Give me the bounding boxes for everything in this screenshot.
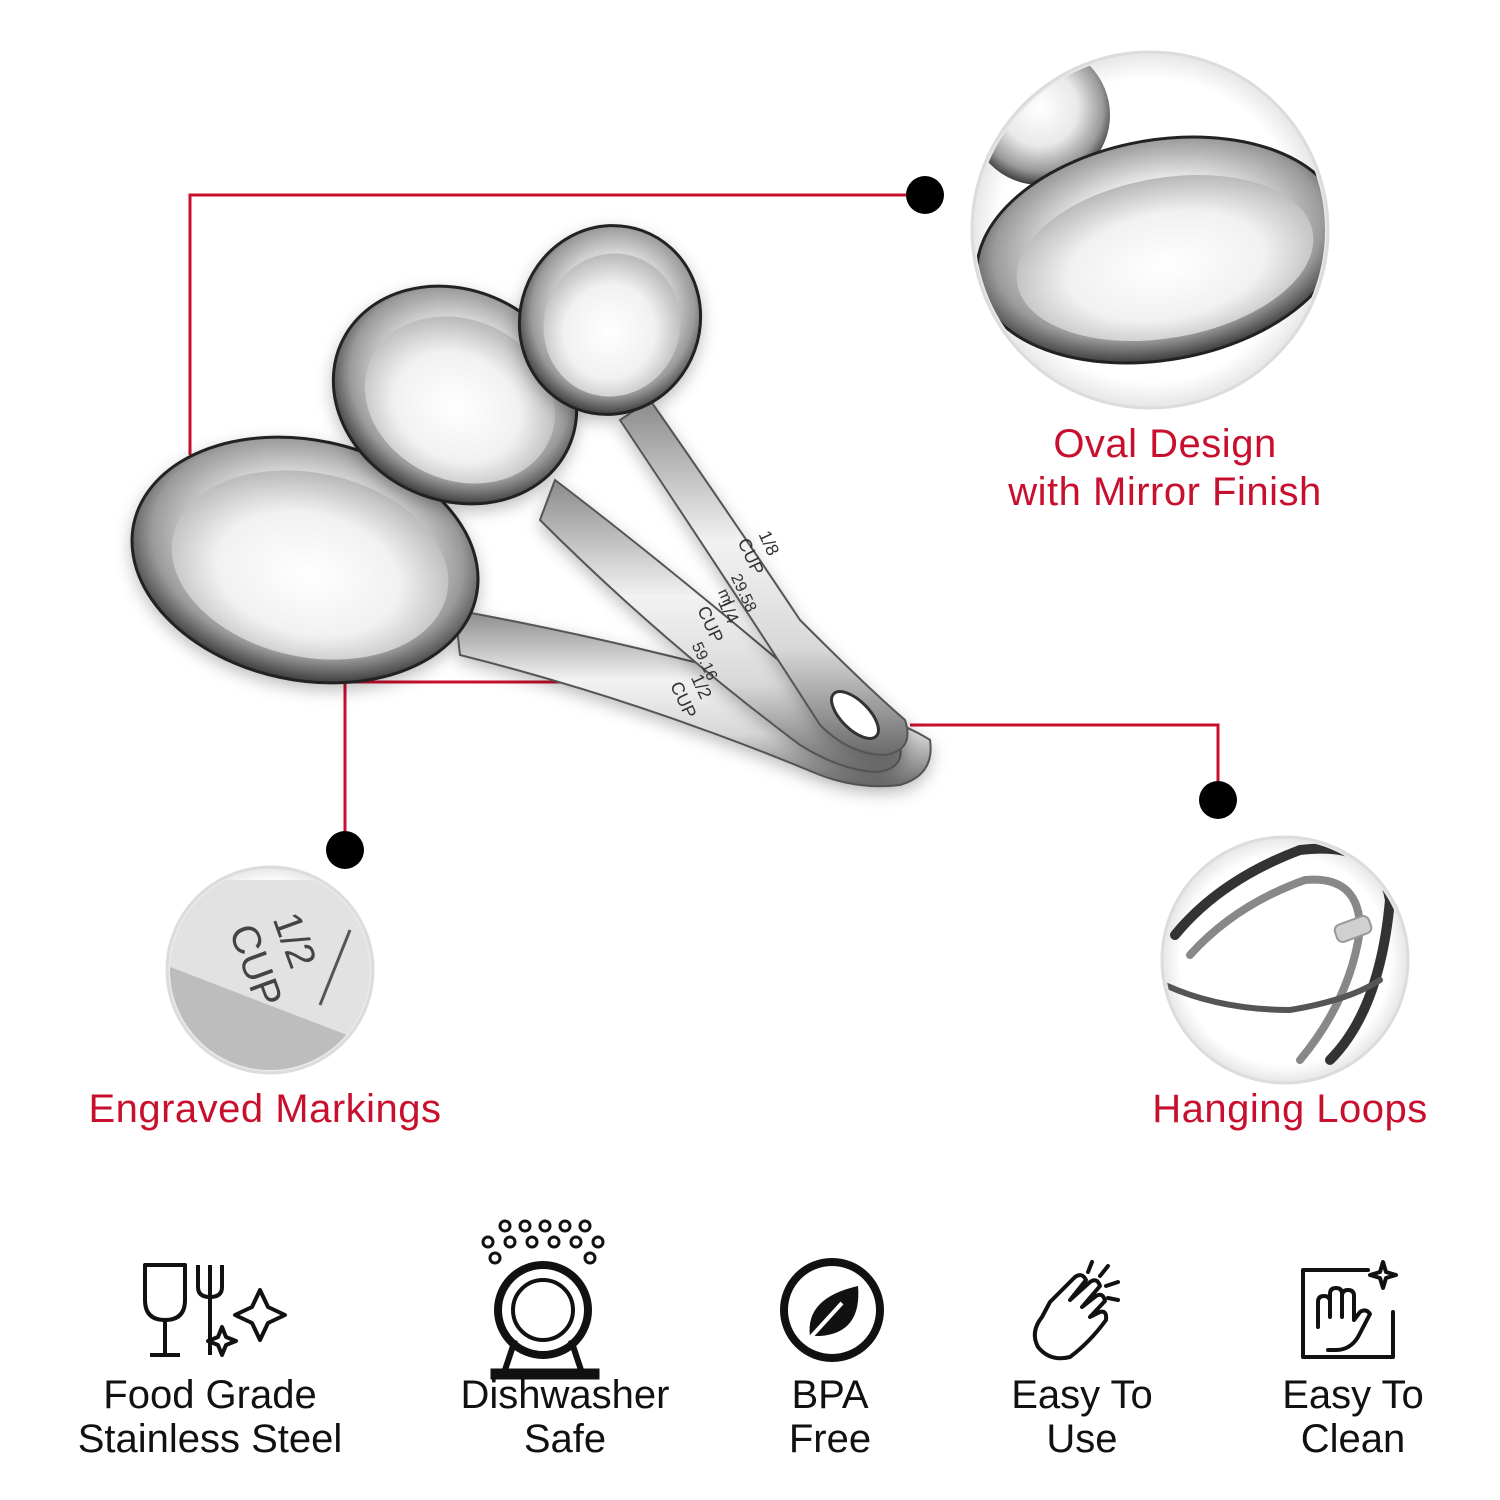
feature-use-line1: Easy To: [1011, 1373, 1153, 1417]
feature-clean-line2: Clean: [1300, 1417, 1406, 1461]
callout-line-engraved: [343, 680, 640, 850]
closeup-engraving: 1/2 CUP: [165, 865, 375, 1075]
feature-easy-to-clean: Easy To Clean: [1213, 1373, 1493, 1461]
callout-oval-line1: Oval Design: [1053, 422, 1277, 466]
feature-clean-line1: Easy To: [1282, 1373, 1424, 1417]
feature-bpa-line2: Free: [788, 1417, 872, 1461]
callout-oval-line2: with Mirror Finish: [1008, 470, 1322, 514]
callout-dot-engraved: [326, 831, 364, 869]
measuring-spoons: 1/2 CUP 1/4 CUP 59.16 1/8 CUP 29.58 ml: [130, 224, 932, 788]
closeup-hanging-loop: [1160, 835, 1410, 1085]
callout-dot-loops: [1199, 781, 1237, 819]
spoon-eighth-cup: [517, 224, 909, 757]
callout-dot-oval: [906, 176, 944, 214]
feature-food-grade-line1: Food Grade: [103, 1373, 317, 1417]
callout-line-loops: [910, 723, 1220, 800]
feature-dishwasher-safe: Dishwasher Safe: [425, 1373, 705, 1461]
closeup-oval-bowl: [970, 50, 1330, 410]
callout-line-oval: [188, 193, 925, 455]
feature-food-grade-line2: Stainless Steel: [77, 1417, 343, 1461]
dishwasher-icon: [481, 1219, 605, 1380]
feature-use-line2: Use: [1046, 1417, 1118, 1461]
feature-easy-to-use: Easy To Use: [942, 1373, 1222, 1461]
feature-bpa-free: BPA Free: [690, 1373, 970, 1461]
feature-dishwasher-line1: Dishwasher: [460, 1373, 670, 1417]
water-drops-icon: [481, 1219, 605, 1265]
feature-food-grade: Food Grade Stainless Steel: [70, 1373, 350, 1461]
feature-bpa-line1: BPA: [791, 1373, 869, 1417]
callout-loops-line1: Hanging Loops: [1152, 1087, 1428, 1131]
callout-engraved-line1: Engraved Markings: [88, 1087, 442, 1131]
callout-hanging-loops: Hanging Loops: [1125, 1085, 1455, 1133]
food-grade-icon: [143, 1263, 287, 1357]
engraving-eighth-ml-unit: ml: [714, 586, 737, 608]
tap-hand-icon: [1032, 1260, 1120, 1361]
leaf-icon: [780, 1258, 884, 1362]
clean-hand-icon: [1301, 1260, 1398, 1359]
callout-oval-design: Oval Design with Mirror Finish: [980, 420, 1350, 516]
feature-dishwasher-line2: Safe: [523, 1417, 607, 1461]
callout-engraved-markings: Engraved Markings: [55, 1085, 475, 1133]
